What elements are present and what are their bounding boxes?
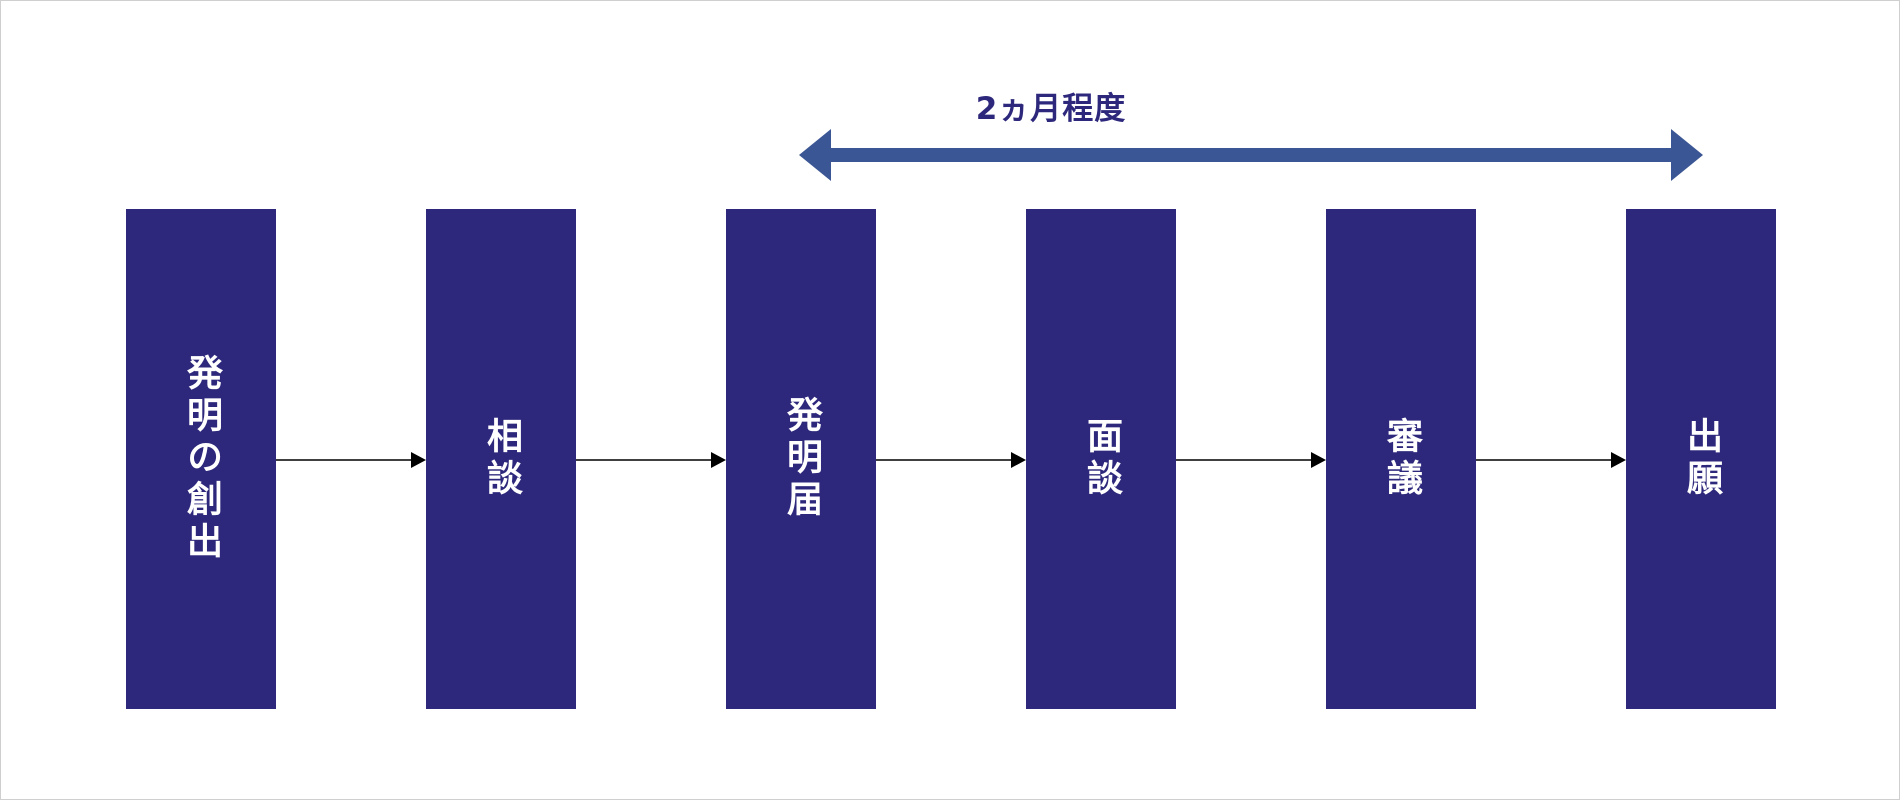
- step-box-5: 審議: [1326, 209, 1476, 709]
- connector-arrow-3: [876, 452, 1026, 468]
- step-label-4: 面談: [1081, 417, 1122, 501]
- period-arrow-shape: [799, 129, 1703, 181]
- step-box-4: 面談: [1026, 209, 1176, 709]
- step-label-5: 審議: [1381, 417, 1422, 501]
- step-box-6: 出願: [1626, 209, 1776, 709]
- step-box-2: 相談: [426, 209, 576, 709]
- period-double-arrow: [799, 129, 1703, 181]
- step-label-2: 相談: [481, 417, 522, 501]
- step-box-1: 発明の創出: [126, 209, 276, 709]
- step-label-6: 出願: [1681, 417, 1722, 501]
- period-label: 2ヵ月程度: [975, 91, 1127, 127]
- connector-arrow-2: [576, 452, 726, 468]
- connector-arrow-5: [1476, 452, 1626, 468]
- step-label-3: 発明届: [781, 396, 822, 522]
- connector-arrow-4: [1176, 452, 1326, 468]
- step-label-1: 発明の創出: [181, 354, 222, 564]
- step-box-3: 発明届: [726, 209, 876, 709]
- connector-arrow-1: [276, 452, 426, 468]
